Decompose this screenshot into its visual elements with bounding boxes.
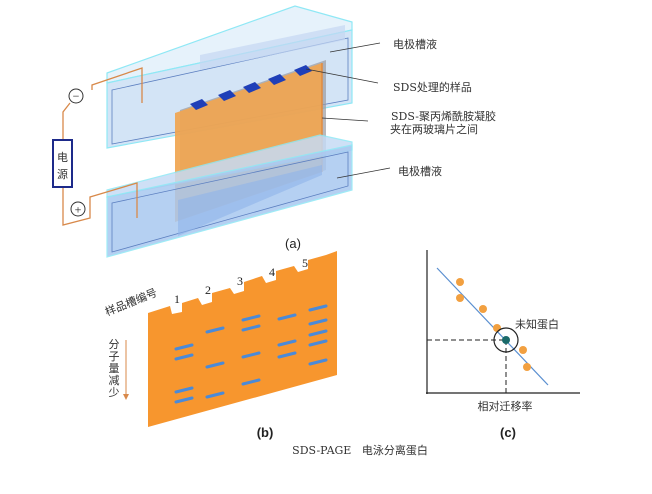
gel-label-line1: SDS-聚丙烯酰胺凝胶 xyxy=(391,109,496,123)
leader-lines xyxy=(305,42,391,179)
mw-label-char: 减 xyxy=(109,374,120,387)
gel-band xyxy=(308,318,328,326)
data-point xyxy=(519,346,527,354)
gel-band xyxy=(174,353,194,361)
data-point xyxy=(456,278,464,286)
gel-band xyxy=(241,314,261,322)
panel-c-standard-curve: 未知蛋白 相对迁移率 (c) xyxy=(426,250,580,440)
positive-terminal-icon: + xyxy=(70,201,86,217)
unknown-protein-label: 未知蛋白 xyxy=(515,317,559,331)
gel-band xyxy=(205,326,225,334)
x-axis-label: 相对迁移率 xyxy=(478,399,533,413)
gel-band xyxy=(308,339,328,347)
lane-numbers: 1 2 3 4 5 xyxy=(174,256,308,306)
upper-buffer-label: 电极槽液 xyxy=(393,37,437,51)
samples-label: SDS处理的样品 xyxy=(393,80,472,94)
lane-number: 4 xyxy=(269,265,275,279)
power-label-1: 电 xyxy=(57,151,68,164)
gel-band xyxy=(205,391,225,399)
gel-band xyxy=(308,304,328,312)
gel-slab xyxy=(148,251,337,427)
power-supply-box: 电 源 xyxy=(52,139,73,188)
data-point xyxy=(523,363,531,371)
negative-sign: − xyxy=(73,89,80,103)
panel-c-label: (c) xyxy=(500,425,516,440)
unknown-highlight-circle xyxy=(493,327,519,353)
negative-wire xyxy=(91,67,143,103)
lane-number: 2 xyxy=(205,283,211,297)
lane-number: 5 xyxy=(302,256,308,270)
data-point xyxy=(456,294,464,302)
negative-to-power-wire xyxy=(62,102,71,140)
figure-caption: SDS-PAGE 电泳分离蛋白 xyxy=(292,443,428,457)
gel-band xyxy=(174,343,194,351)
positive-sign: + xyxy=(75,203,82,217)
lower-buffer-label: 电极槽液 xyxy=(398,164,442,178)
panel-b-label: (b) xyxy=(257,425,274,440)
gel-band xyxy=(277,351,297,359)
gel-band xyxy=(277,313,297,321)
positive-wire xyxy=(62,182,138,226)
gel-band xyxy=(241,324,261,332)
mw-label-char: 量 xyxy=(109,362,120,375)
gel-band xyxy=(241,351,261,359)
panel-a-label: (a) xyxy=(285,236,301,251)
power-label-2: 源 xyxy=(57,167,68,181)
gel-band xyxy=(277,339,297,347)
gel-band xyxy=(174,396,194,404)
mw-arrow-icon xyxy=(123,340,129,400)
lane-number: 3 xyxy=(237,274,243,288)
gel-band xyxy=(205,361,225,369)
data-point xyxy=(479,305,487,313)
gel-label-line2: 夹在两玻璃片之间 xyxy=(390,122,478,136)
lower-buffer-tank xyxy=(106,134,353,258)
unknown-point xyxy=(502,336,510,344)
data-point xyxy=(493,324,501,332)
gel-bands xyxy=(174,304,328,404)
mw-label-char: 少 xyxy=(109,386,120,399)
lane-number: 1 xyxy=(174,292,180,306)
sample-wells xyxy=(190,65,312,110)
gel-band xyxy=(174,386,194,394)
upper-buffer-tank xyxy=(106,5,353,149)
gel-band xyxy=(308,329,328,337)
mw-label-char: 分 xyxy=(109,338,120,351)
mw-label-char: 子 xyxy=(109,350,120,363)
negative-terminal-icon: − xyxy=(68,88,84,104)
gel-band xyxy=(308,358,328,366)
gel-band xyxy=(241,378,261,386)
panel-a-apparatus: − + 电 源 电极槽液 SDS处理的样品 SDS-聚丙烯酰胺凝胶 夹在两玻璃片… xyxy=(52,5,496,258)
